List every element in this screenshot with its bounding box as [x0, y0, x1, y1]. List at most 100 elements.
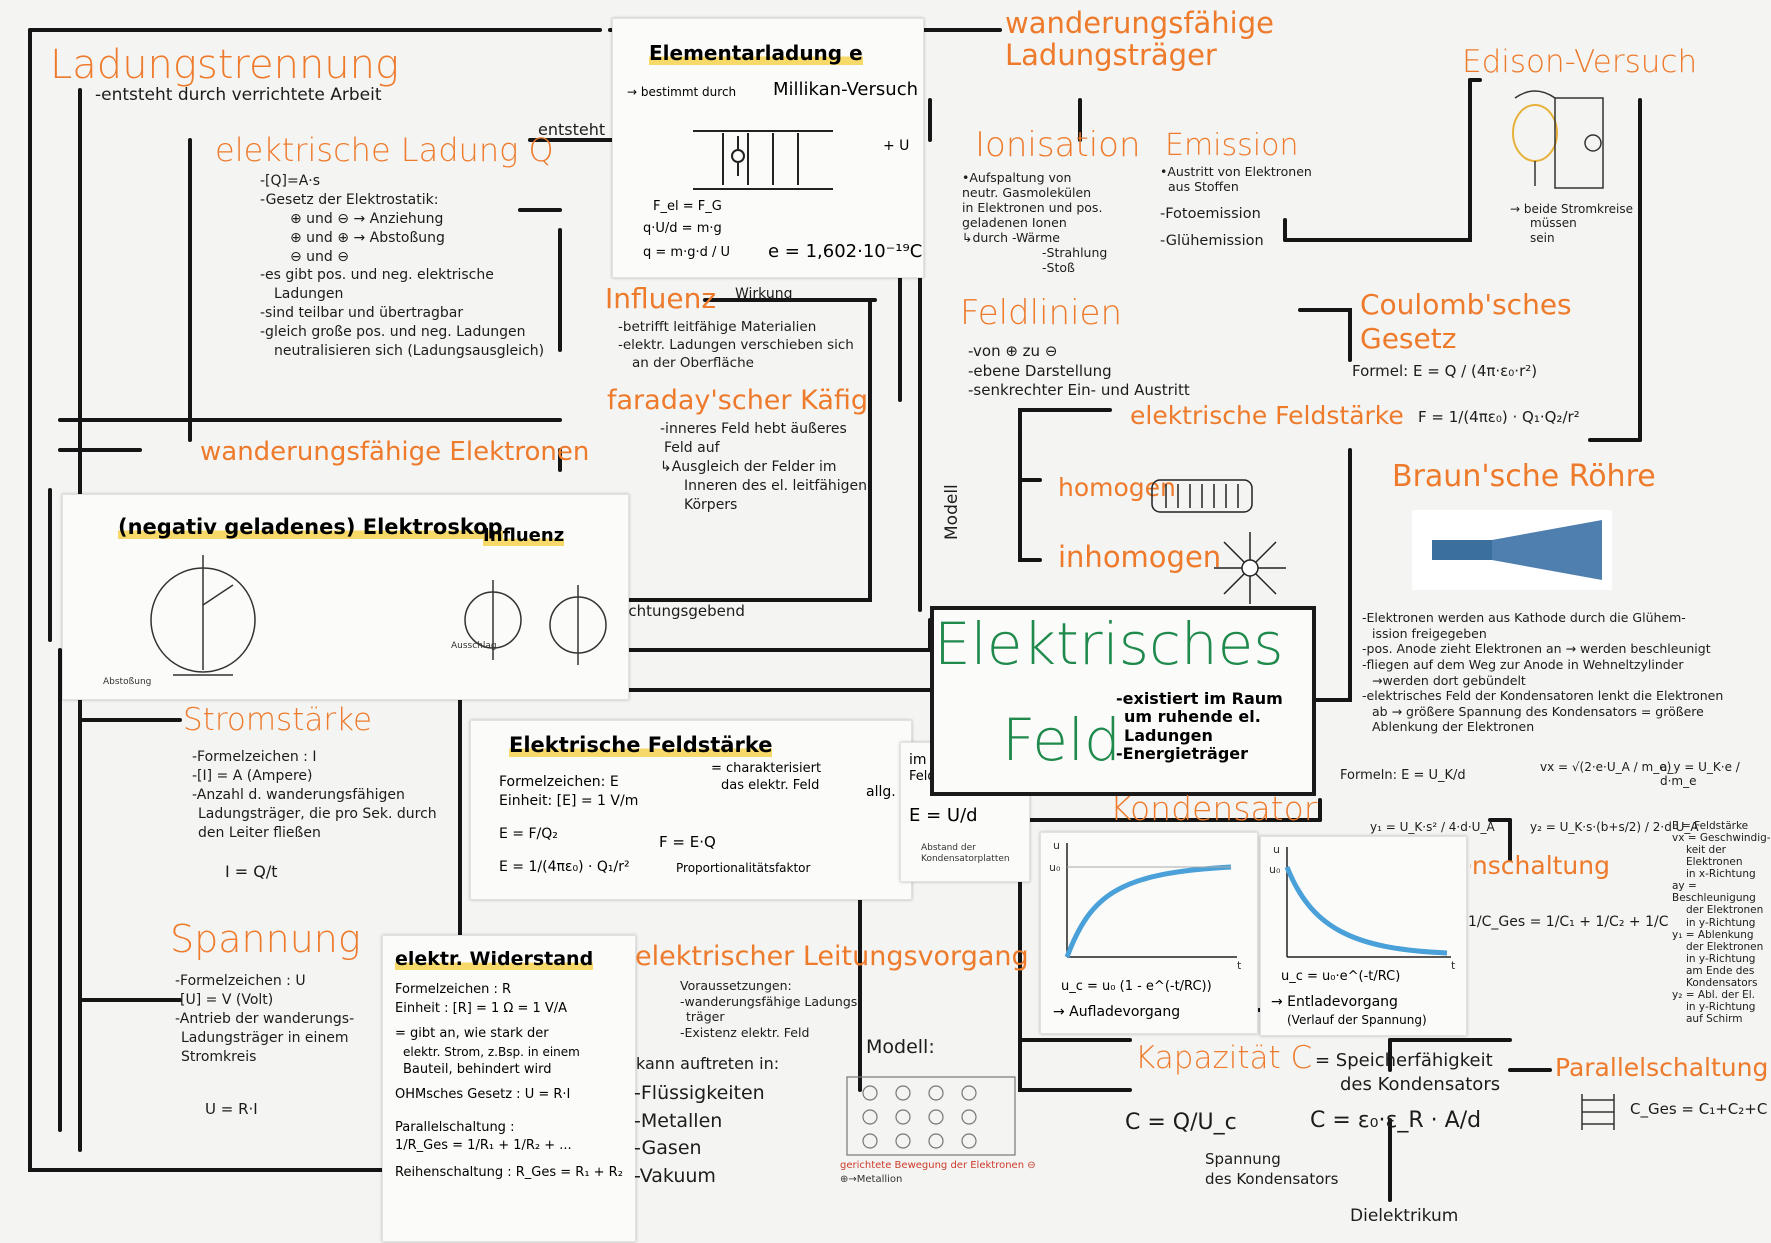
leitung-title: elektrischer Leitungsvorgang — [635, 941, 1029, 972]
edison-drawing — [1512, 90, 1604, 189]
auflade-axis-u0: u₀ — [1049, 861, 1061, 874]
elektroskop-title: (negativ geladenes) Elektroskop — [118, 515, 503, 539]
ionisation-item: -Strahlung — [1042, 245, 1108, 260]
ionisation-list: •Aufspaltung von neutr. Gasmolekülen in … — [962, 170, 1107, 275]
influenz-card-title: Influenz — [483, 525, 565, 546]
homogen-field-drawing — [1151, 479, 1253, 513]
ausschlag-label: Ausschlag — [451, 641, 497, 651]
faraday-list: -inneres Feld hebt äußeres Feld auf ↳Aus… — [660, 420, 867, 514]
faraday-item: Inneren des el. leitfähigen — [684, 477, 868, 494]
feldstaerke-item: E = 1/(4πε₀) · Q₁/r² — [499, 858, 630, 875]
ionisation-title: Ionisation — [975, 125, 1141, 165]
aufladung-chart — [1064, 843, 1237, 958]
faraday-title: faraday'scher Käfig — [607, 385, 869, 416]
influenz-title: Influenz — [605, 282, 717, 315]
elektroskop-card: (negativ geladenes) Elektroskop Influenz… — [62, 494, 629, 700]
spannung-title: Spannung — [170, 917, 361, 961]
center-note: um ruhende el. — [1124, 707, 1261, 727]
voraus-item: Voraussetzungen: — [680, 978, 792, 993]
braun-vx: vx = √(2·e·U_A / m_e) — [1540, 760, 1672, 774]
kapazitaet-desc-2: des Kondensators — [1340, 1074, 1501, 1095]
leitung-caption2: ⊕→Metallion — [840, 1174, 903, 1185]
feldlinien-item: -von ⊕ zu ⊖ — [968, 342, 1058, 360]
feldstaerke-item: E = F/Q₂ — [499, 825, 558, 842]
plate-label: + U — [883, 138, 910, 154]
emission-item: aus Stoffen — [1168, 179, 1239, 194]
feldstaerke-prop: Proportionalitätsfaktor — [676, 861, 811, 875]
widerstand-item: Reihenschaltung : R_Ges = R₁ + R₂ — [395, 1165, 623, 1181]
ladungstrennung-title: Ladungstrennung — [50, 42, 400, 88]
braun-title: Braun'sche Röhre — [1392, 459, 1656, 494]
kapazitaet-spannung: Spannung — [1205, 1150, 1281, 1168]
spannung-formula: U = R·I — [205, 1100, 258, 1118]
feldstaerke-fq: F = E·Q — [659, 833, 716, 851]
braun-legend-item: auf Schirm — [1686, 1013, 1743, 1025]
aufladung-card: u u₀ t u_c = u₀ (1 - e^(-t/RC)) → Auflad… — [1040, 832, 1258, 1034]
entlade-label-2: (Verlauf der Spannung) — [1287, 1013, 1427, 1027]
braun-item: -pos. Anode zieht Elektronen an → werden… — [1362, 641, 1711, 657]
auflade-eq: u_c = u₀ (1 - e^(-t/RC)) — [1061, 979, 1212, 994]
voraus-item: -wanderungsfähige Ladungs- — [680, 993, 862, 1009]
feldstaerke-right2: das elektr. Feld — [721, 778, 820, 793]
center-note: -existiert im Raum — [1116, 689, 1283, 708]
emission-list: •Austritt von Elektronen aus Stoffen -Fo… — [1160, 164, 1312, 251]
braun-legend-item: in y-Richtung — [1686, 1000, 1756, 1013]
feldstaerke-title: elektrische Feldstärke — [1130, 401, 1404, 430]
spannung-item: Stromkreis — [181, 1048, 257, 1065]
entlade-eq: u_c = u₀·e^(-t/RC) — [1281, 969, 1401, 984]
center-note: Ladungen — [1124, 725, 1213, 745]
widerstand-item: Einheit : [R] = 1 Ω = 1 V/A — [395, 1000, 568, 1016]
braun-formeln: Formeln: E = U_K/d — [1340, 768, 1466, 783]
ionisation-item: geladenen Ionen — [962, 215, 1067, 230]
reihenschaltung-title: Reihenschaltung — [1470, 852, 1610, 880]
elektronen-richtung: richtungsgebend — [618, 602, 745, 620]
center-title-2: Feld — [1002, 706, 1121, 774]
emission-item: -Glühemission — [1160, 233, 1264, 250]
medium-item: -Vakuum — [634, 1164, 716, 1187]
ionisation-item: neutr. Gasmolekülen — [962, 185, 1092, 200]
influenz-wirkung: Wirkung — [735, 286, 793, 302]
parallel-formula: C_Ges = C₁+C₂+C₃ — [1630, 1100, 1768, 1118]
braun-legend-item: der Elektronen — [1686, 940, 1764, 953]
homogen-card-note: Abstand der Kondensatorplatten — [921, 843, 1010, 864]
braun-item: ission freigegeben — [1372, 625, 1487, 641]
emission-title: Emission — [1165, 128, 1299, 163]
braun-y2: y₂ = U_K·s·(b+s/2) / 2·d·U_A — [1530, 820, 1699, 834]
inhomogen-field-drawing — [1214, 532, 1286, 604]
medium-item: -Metallen — [634, 1109, 723, 1132]
widerstand-item: OHMsches Gesetz : U = R·I — [395, 1086, 571, 1102]
ionisation-item: •Aufspaltung von — [962, 170, 1072, 185]
influenz-item: an der Oberfläche — [632, 355, 754, 372]
feldstaerke-card-list: Formelzeichen: E Einheit: [E] = 1 V/m E … — [499, 773, 638, 877]
widerstand-item: Parallelschaltung : — [395, 1119, 515, 1135]
braun-legend-item: in y-Richtung — [1686, 952, 1756, 965]
coulomb-f1: Formel: E = Q / (4π·ε₀·r²) — [1352, 362, 1538, 380]
edison-title: Edison-Versuch — [1462, 44, 1698, 80]
center-note: -Energieträger — [1116, 744, 1249, 764]
stromstaerke-formula: I = Q/t — [225, 862, 278, 881]
ladung-item: ⊖ und ⊖ — [290, 248, 349, 265]
braun-legend-item: ay = Beschleunigung — [1672, 880, 1756, 905]
stromstaerke-item: -[I] = A (Ampere) — [192, 767, 313, 784]
stromstaerke-item: -Anzahl d. wanderungsfähigen — [192, 786, 405, 803]
feldlinien-item: -senkrechter Ein- und Austritt — [968, 381, 1190, 399]
reihenschaltung-formula: 1/C_Ges = 1/C₁ + 1/C₂ + 1/C₃ ... — [1468, 914, 1668, 930]
emission-item: •Austritt von Elektronen — [1160, 164, 1312, 179]
spannung-list: -Formelzeichen : U -[U] = V (Volt) -Antr… — [175, 972, 354, 1066]
braun-legend-item: am Ende des — [1686, 964, 1755, 977]
leitung-caption: gerichtete Bewegung der Elektronen ⊖ — [840, 1160, 1036, 1171]
stromstaerke-item: den Leiter fließen — [198, 824, 321, 841]
feldstaerke-item: Formelzeichen: E — [499, 774, 619, 790]
homogen-card-eq: E = U/d — [909, 805, 978, 826]
ladung-item: ⊕ und ⊕ → Abstoßung — [290, 229, 445, 246]
braun-legend-item: Kondensators — [1686, 976, 1758, 989]
inhomogen-title: inhomogen — [1058, 540, 1222, 574]
e-value: e = 1,602·10⁻¹⁹C — [768, 241, 923, 262]
braun-item: -Elektronen werden aus Kathode durch die… — [1362, 610, 1686, 625]
coulomb-title: Coulomb'sches — [1360, 288, 1572, 321]
widerstand-item: elektr. Strom, z.Bsp. in einem — [403, 1044, 580, 1059]
medium-item: -Flüssigkeiten — [634, 1082, 765, 1104]
voraus-item: -Existenz elektr. Feld — [680, 1024, 810, 1040]
kapazitaet-f1: C = Q/U_c — [1125, 1110, 1237, 1135]
